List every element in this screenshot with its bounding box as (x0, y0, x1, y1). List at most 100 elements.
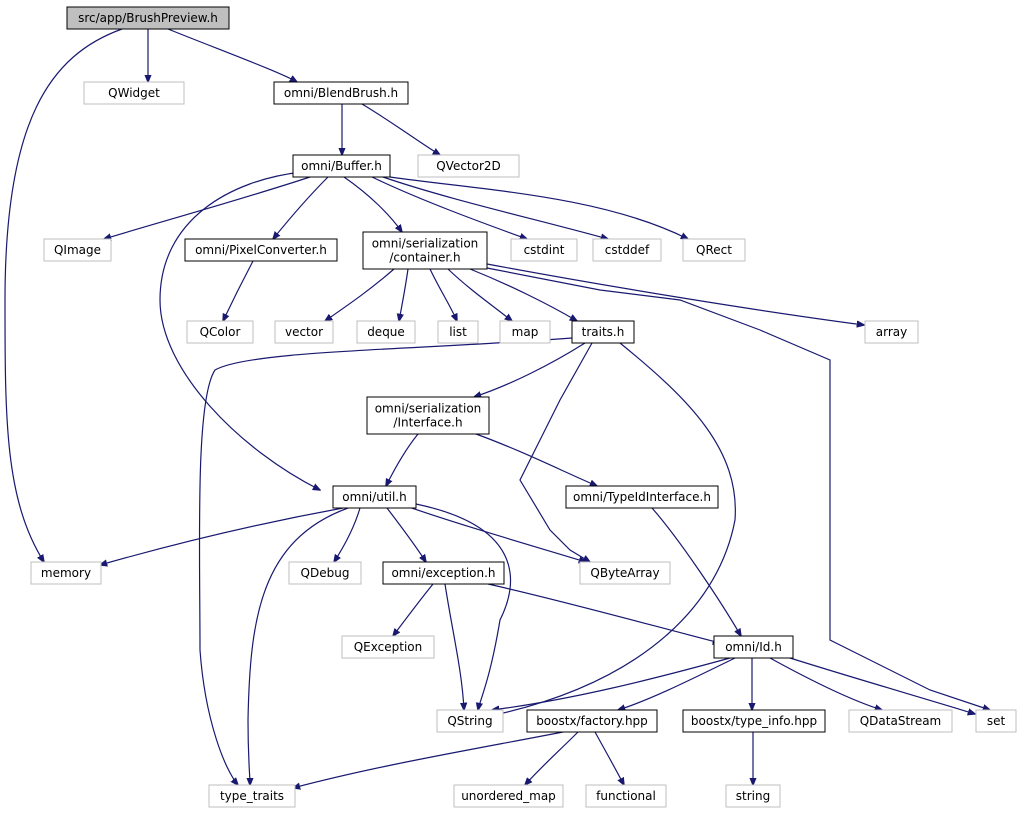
node-box (526, 709, 658, 733)
edge-arrow (519, 342, 593, 562)
node-label: omni/Buffer.h (301, 159, 382, 173)
edge-arrow (475, 433, 597, 486)
node-memory: memory (30, 561, 102, 585)
node-label: QByteArray (590, 566, 659, 580)
edge-arrow (444, 583, 464, 710)
edge-id-to-set (789, 657, 975, 714)
node-traits[interactable]: traits.h (571, 320, 635, 344)
edge-pixelconverter-to-qcolor (223, 260, 254, 321)
edge-arrow (100, 507, 344, 565)
edge-traits-to-qbytearray (519, 342, 593, 562)
edge-arrow (223, 260, 254, 321)
node-qstring: QString (436, 709, 504, 733)
edge-interface-to-util (386, 433, 419, 486)
node-label: /container.h (389, 251, 460, 265)
node-box (975, 709, 1017, 733)
edge-arrow (429, 268, 457, 321)
node-unordered_map: unordered_map (453, 784, 564, 808)
edge-arrow (789, 657, 975, 714)
node-label: functional (596, 789, 656, 803)
edge-buffer-to-cstdint (371, 176, 527, 239)
edge-arrow (399, 503, 586, 562)
node-typeidinterface[interactable]: omni/TypeIdInterface.h (565, 485, 719, 509)
node-string: string (725, 784, 781, 808)
edge-util-to-exception (386, 507, 426, 562)
node-label: memory (41, 566, 91, 580)
edge-buffer-to-pixelconverter (273, 176, 329, 239)
node-box (382, 561, 505, 585)
edge-buffer-to-util (159, 171, 320, 490)
node-box (499, 320, 551, 344)
node-qrect: QRect (682, 238, 746, 262)
node-qexception: QException (341, 635, 435, 659)
edge-util-to-memory (100, 507, 344, 565)
node-buffer[interactable]: omni/Buffer.h (292, 154, 391, 178)
edge-arrow (393, 583, 434, 636)
node-box (585, 784, 667, 808)
node-qcolor: QColor (186, 320, 254, 344)
node-label: omni/util.h (342, 490, 406, 504)
node-vector: vector (274, 320, 334, 344)
edge-container-to-array (486, 263, 864, 325)
node-box (184, 238, 338, 262)
node-box (356, 320, 416, 344)
node-cstdint: cstdint (510, 238, 578, 262)
node-label: omni/BlendBrush.h (284, 86, 398, 100)
edge-arrow (487, 583, 720, 643)
node-box (292, 154, 391, 178)
edge-arrow (104, 176, 311, 239)
edge-buffer-to-qrect (389, 176, 688, 239)
edge-arrow (159, 171, 320, 490)
edge-container-to-set (486, 267, 990, 710)
edge-util-to-type_traits (248, 507, 349, 785)
node-brushpreview[interactable]: src/app/BrushPreview.h (66, 6, 230, 30)
node-box (713, 635, 794, 659)
node-list: list (437, 320, 479, 344)
edge-container-to-vector (325, 268, 395, 321)
node-label: type_traits (220, 789, 284, 803)
node-box (848, 709, 953, 733)
edge-arrow (651, 507, 741, 636)
edge-container-to-deque (399, 268, 409, 321)
edge-arrow (334, 507, 361, 562)
edge-arrow (371, 176, 527, 239)
node-interface[interactable]: omni/serialization/Interface.h (366, 396, 490, 435)
edge-util-to-qstring (415, 503, 512, 710)
node-id[interactable]: omni/Id.h (713, 635, 794, 659)
node-pixelconverter[interactable]: omni/PixelConverter.h (184, 238, 338, 262)
node-box (208, 784, 296, 808)
edge-container-to-map (447, 268, 512, 321)
node-label: QException (354, 640, 423, 654)
node-label: omni/TypeIdInterface.h (573, 490, 711, 504)
edge-typeidinterface-to-id (651, 507, 741, 636)
edge-id-to-factory (618, 657, 736, 710)
edge-buffer-to-cstddef (382, 176, 608, 239)
node-map: map (499, 320, 551, 344)
edge-factory-to-unordered_map (525, 731, 579, 785)
node-label: unordered_map (461, 789, 556, 803)
node-box (682, 238, 746, 262)
node-label: cstddef (605, 243, 650, 257)
edge-arrow (386, 433, 419, 486)
node-typeinfo[interactable]: boostx/type_info.hpp (682, 709, 826, 733)
edge-arrow (486, 263, 864, 325)
node-blendbrush[interactable]: omni/BlendBrush.h (273, 81, 409, 105)
edge-arrow (386, 507, 426, 562)
node-label: vector (285, 325, 323, 339)
node-box (725, 784, 781, 808)
node-box (66, 6, 230, 30)
node-factory[interactable]: boostx/factory.hpp (526, 709, 658, 733)
node-label: QDataStream (860, 714, 942, 728)
node-qdebug: QDebug (288, 561, 362, 585)
node-box (571, 320, 635, 344)
edge-arrow (495, 342, 736, 715)
node-box (274, 320, 334, 344)
node-util[interactable]: omni/util.h (332, 485, 417, 509)
edge-arrow (4, 28, 123, 562)
node-label: deque (367, 325, 405, 339)
node-box (592, 238, 662, 262)
node-exception[interactable]: omni/exception.h (382, 561, 505, 585)
node-container[interactable]: omni/serialization/container.h (362, 231, 488, 270)
edge-util-to-qbytearray (399, 503, 586, 562)
